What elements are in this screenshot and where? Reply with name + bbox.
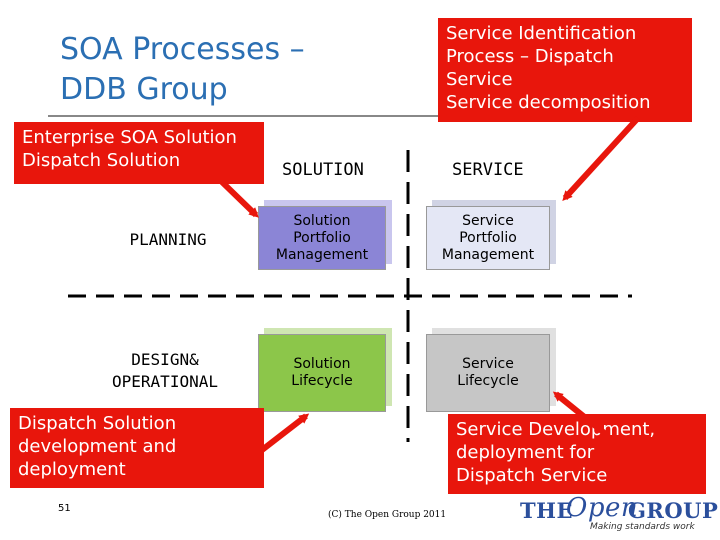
callout-service-identification: Service Identification Process – Dispatc… <box>438 18 692 122</box>
arrow-bottom-right <box>552 391 610 439</box>
solution-portfolio-management-box: Solution Portfolio Management <box>258 206 386 270</box>
service-lifecycle-box: Service Lifecycle <box>426 334 550 412</box>
logo-group: GROUP <box>628 498 719 523</box>
logo-open: Open <box>566 493 639 523</box>
column-header-solution: SOLUTION <box>282 160 364 180</box>
logo-tagline: Making standards work <box>590 522 695 532</box>
page-number: 51 <box>58 503 71 514</box>
column-header-service: SERVICE <box>452 160 524 180</box>
logo-the: THE <box>520 498 573 523</box>
arrow-bottom-left <box>260 413 310 453</box>
callout-dispatch-solution-development: Dispatch Solution development and deploy… <box>10 408 264 488</box>
open-group-logo: THE Open GROUP Making standards work <box>518 492 718 536</box>
callout-service-development: Service Development, deployment for Disp… <box>448 414 706 494</box>
arrow-top-right <box>562 115 641 201</box>
page-title: SOA Processes – DDB Group <box>60 32 305 107</box>
service-portfolio-management-box: Service Portfolio Management <box>426 206 550 270</box>
row-header-planning: PLANNING <box>129 230 207 249</box>
copyright-notice: (C) The Open Group 2011 <box>328 510 447 520</box>
arrow-top-left <box>219 179 259 218</box>
title-underline <box>48 115 448 117</box>
solution-lifecycle-box: Solution Lifecycle <box>258 334 386 412</box>
callout-enterprise-soa-solution: Enterprise SOA Solution Dispatch Solutio… <box>14 122 264 184</box>
row-header-design-operational: DESIGN& OPERATIONAL <box>112 350 218 391</box>
